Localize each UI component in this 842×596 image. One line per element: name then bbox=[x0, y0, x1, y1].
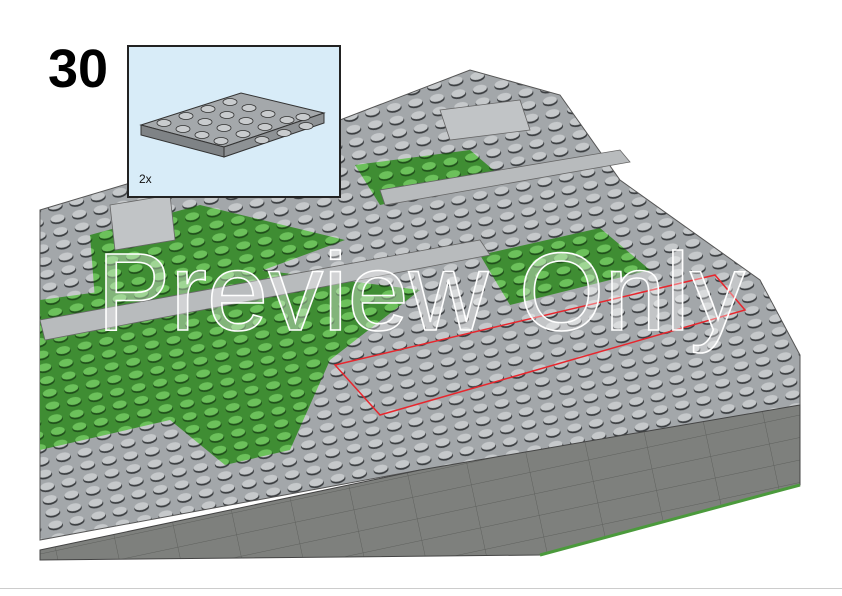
new-plate-highlight bbox=[333, 274, 747, 416]
step-number: 30 bbox=[48, 39, 109, 99]
wall-strip bbox=[39, 239, 491, 341]
wall-strip bbox=[379, 149, 631, 206]
parts-quantity: 2x bbox=[139, 172, 152, 186]
wall-strip bbox=[439, 99, 531, 141]
page-divider bbox=[0, 588, 842, 589]
parts-callout: 2x bbox=[127, 45, 341, 198]
wall-strip bbox=[109, 194, 176, 251]
green-edge bbox=[539, 483, 801, 557]
grass-area-right bbox=[480, 228, 650, 305]
plate-4x8-icon bbox=[139, 92, 326, 158]
